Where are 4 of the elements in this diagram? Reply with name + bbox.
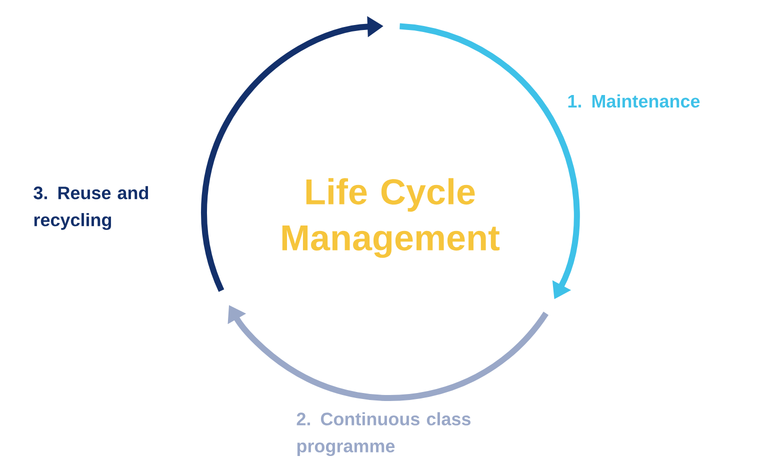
stage-label: 3. Reuse and recycling	[34, 186, 148, 230]
stage-label: 1. Maintenance	[568, 94, 700, 108]
stage-label: 2. Continuous class programme	[296, 412, 470, 456]
diagram-title: Life Cycle Management	[282, 178, 500, 258]
